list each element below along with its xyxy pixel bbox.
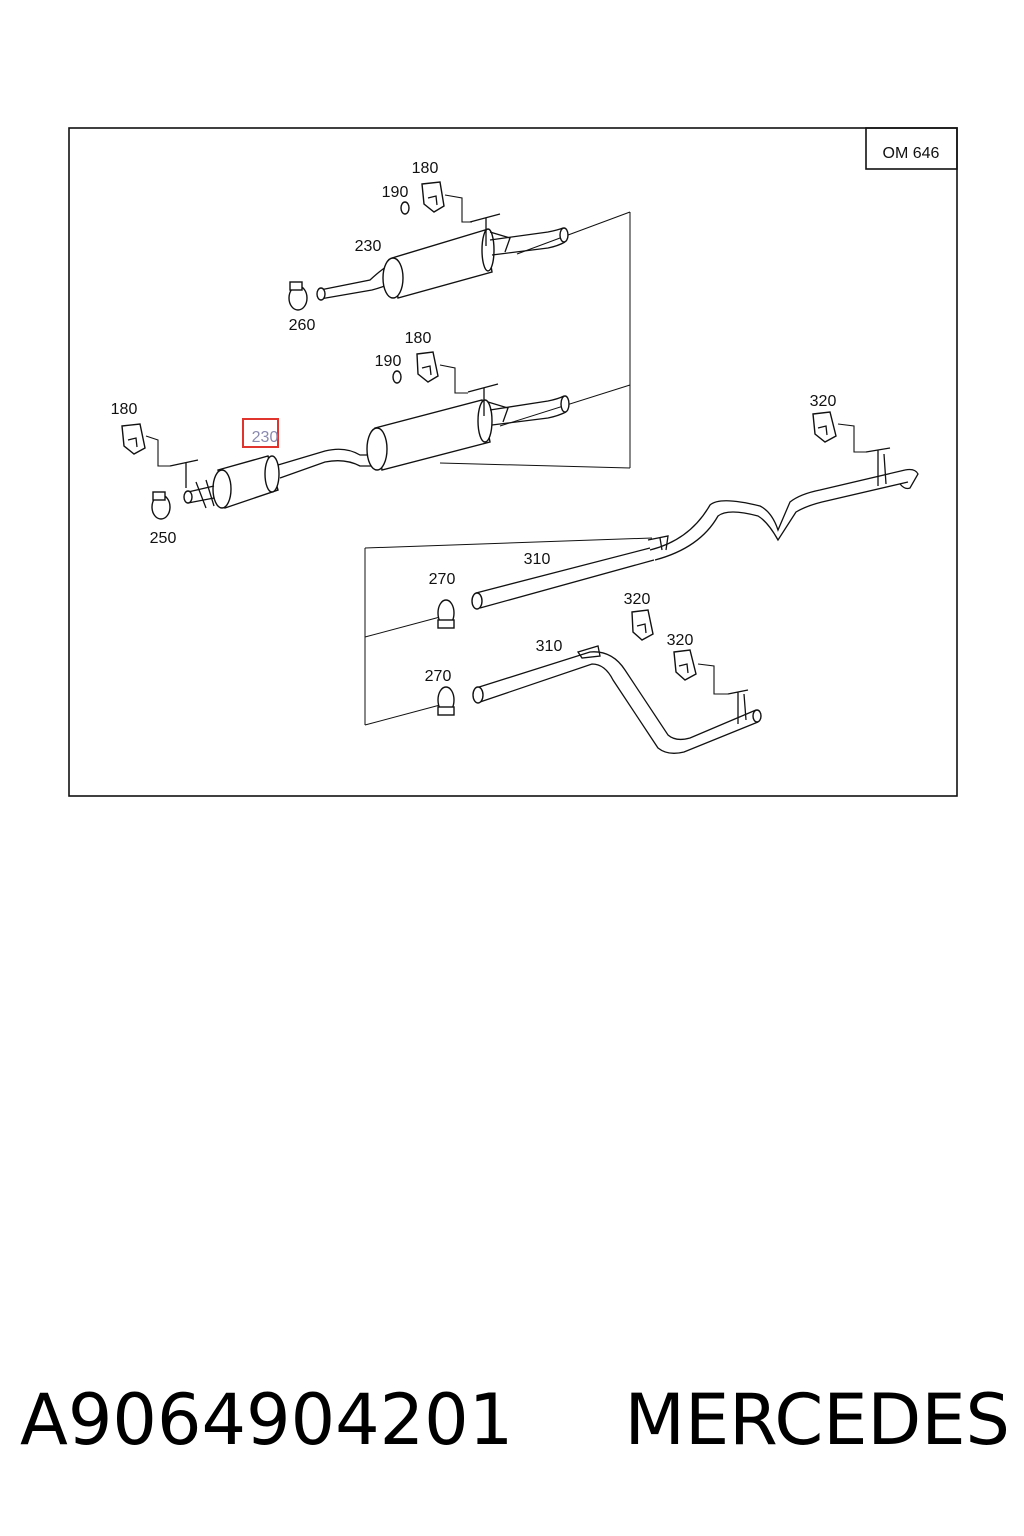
callout-upper-clamp: 260: [289, 317, 316, 334]
middle-hanger-part: [416, 351, 468, 394]
left-hanger-part: [121, 423, 170, 467]
brand-name: MERCEDES: [624, 1379, 1010, 1461]
upper-tail-pipe: [471, 547, 655, 610]
callout-left-clamp: 250: [150, 530, 177, 547]
upper-clamp-part: [288, 281, 308, 311]
lower-group-lines: [364, 537, 653, 726]
callout-right-hanger-top: 320: [810, 393, 837, 410]
highlighted-callout-label: 230: [252, 429, 279, 446]
lower-tail-clamp-part: [437, 686, 455, 716]
right-tail-pipe: [647, 447, 919, 561]
part-caption: A9064904201 MERCEDES: [20, 1370, 1010, 1470]
callout-tail-pipe-lower: 310: [536, 638, 563, 655]
lower-tail-pipe: [472, 645, 762, 754]
left-clamp-part: [151, 491, 171, 520]
callout-tail-pipe-upper: 310: [524, 551, 551, 568]
callout-upper-muffler: 230: [355, 238, 382, 255]
tail-hanger-a-part: [631, 609, 654, 641]
middle-muffler-end: [366, 427, 388, 471]
engine-label-text: OM 646: [883, 145, 940, 162]
callout-upper-hanger: 180: [412, 160, 439, 177]
part-number: A9064904201: [20, 1379, 514, 1461]
upper-muffler-end: [382, 257, 404, 299]
diagram-frame: [68, 127, 958, 797]
middle-ring-part: [392, 370, 402, 384]
callout-middle-hanger: 180: [405, 330, 432, 347]
callout-tail-hanger-b: 320: [667, 632, 694, 649]
upper-hanger-part: [421, 181, 472, 223]
callout-upper-ring: 190: [382, 184, 409, 201]
upper-tail-clamp-part: [437, 599, 455, 629]
callout-middle-ring: 190: [375, 353, 402, 370]
right-hanger-top-part: [812, 411, 866, 453]
engine-label: OM 646: [865, 127, 958, 170]
highlighted-callout[interactable]: 230: [242, 418, 279, 448]
middle-muffler-assembly: [169, 383, 570, 509]
tail-hanger-b-part: [673, 649, 728, 695]
front-muffler-end: [212, 469, 232, 509]
upper-muffler-assembly: [316, 213, 569, 301]
upper-ring-part: [400, 201, 410, 215]
callout-tail-hanger-a: 320: [624, 591, 651, 608]
callout-tail-clamp-lower: 270: [425, 668, 452, 685]
callout-tail-clamp-upper: 270: [429, 571, 456, 588]
callout-left-hanger: 180: [111, 401, 138, 418]
